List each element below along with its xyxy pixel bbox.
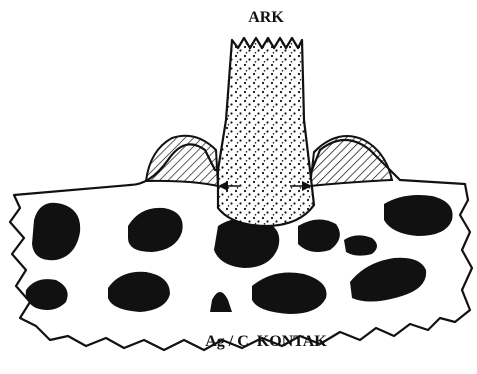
contact-label: Ag / C KONTAK <box>205 333 327 350</box>
hatched-rim-left <box>146 136 218 186</box>
carbon-particle <box>252 273 327 315</box>
hatched-rim-right <box>310 136 392 186</box>
arc-column-texture <box>218 38 314 226</box>
arc-label: ARK <box>248 9 284 26</box>
carbon-particle <box>344 235 377 255</box>
carbon-particle <box>384 195 453 236</box>
